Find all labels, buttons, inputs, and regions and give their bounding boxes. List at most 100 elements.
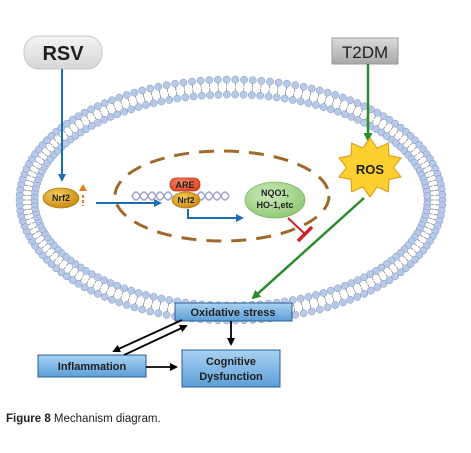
ros-to-oxidative-stress-arrow [251,197,365,300]
lipid-head [299,309,308,318]
lipid-head [205,76,214,84]
lipid-head [333,284,342,293]
ros-starburst-icon [338,137,402,198]
nqo1-label-line2: HO-1,etc [256,200,293,210]
lipid-head [239,90,248,99]
lipid-head [401,264,410,273]
lipid-head [331,301,340,309]
lipid-head [385,116,394,124]
t2dm-node: T2DM [331,37,399,65]
lipid-head [353,99,362,107]
lipid-head [319,103,328,111]
lipid-head [165,96,174,104]
lipid-head [379,112,388,121]
lipid-head [353,293,362,301]
t2dm-label: T2DM [342,43,388,62]
lipid-head [406,260,415,268]
lipid-head [304,293,313,301]
lipid-head [188,77,196,86]
lipid-head [62,272,71,281]
cell-membrane [15,75,447,325]
lipid-head [142,101,150,109]
lipid-head [338,93,347,102]
lipid-head [323,88,332,97]
lipid-head [162,311,171,319]
lipid-head [326,105,335,114]
lipid-head [130,88,139,97]
lipid-head [396,268,405,277]
lipid-head [280,94,289,103]
inflammation-label: Inflammation [58,361,127,373]
lipid-head [367,286,375,295]
phosphorylation-triangle-icon [79,184,87,191]
lipid-head [93,102,102,110]
lipid-head [154,82,163,91]
figure-caption: Figure 8 Mechanism diagram. [6,413,161,425]
lipid-head [323,303,332,312]
are-nrf2-complex: ARE Nrf2 [169,177,201,209]
lipid-head [106,113,115,121]
lipid-head [146,84,155,93]
lipid-head [312,291,320,299]
lipid-head [157,97,166,106]
lipid-head [315,305,324,314]
lipid-head [113,110,122,119]
lipid-head [149,99,158,107]
lipid-head [157,294,166,303]
lipid-head [106,279,115,287]
lipid-head [340,281,349,290]
lipid-head [307,84,316,93]
lipid-head [68,116,77,124]
lipid-head [173,94,182,103]
nuclear-membrane [113,149,331,243]
lipid-head [240,75,248,84]
lipid-head [171,79,179,88]
lipid-head [122,91,131,99]
lipid-head [248,76,257,84]
lipid-head [47,132,56,140]
lipid-head [62,119,71,128]
oxidative-stress-node: Oxidative stress [174,302,293,322]
lipid-head [154,309,163,318]
lipid-head [379,279,388,288]
cognitive-label-line1: Cognitive [206,356,256,368]
lipid-head [360,102,369,110]
lipid-head [127,286,136,295]
lipid-head [52,264,61,273]
lipid-head [391,119,400,128]
lipid-head [134,103,143,111]
lipid-head [396,123,405,132]
lipid-head [82,267,90,275]
lipid-head [354,276,362,285]
lipid-head [142,291,150,299]
are-to-nqo1-arrow [187,209,244,222]
lipid-head [100,99,109,107]
lipid-head [74,112,83,121]
lipid-head [222,90,231,99]
lipid-head [391,272,400,281]
ros-label: ROS [356,162,385,177]
caption-text: Mechanism diagram. [50,413,161,425]
lipid-head [87,105,95,114]
lipid-head [214,75,222,84]
inflammation-to-oxidative-arrow [123,324,188,356]
lipid-head [257,76,266,85]
oxidative-stress-label: Oxidative stress [191,307,276,319]
lipid-head [366,270,375,278]
lipid-head [206,91,214,99]
cognitive-dysfunction-node: Cognitive Dysfunction [181,349,281,388]
are-label: ARE [175,180,194,190]
lipid-head [377,263,386,272]
nqo1-label-line1: NQO1, [261,188,289,198]
lipid-head [283,79,291,88]
rsv-label: RSV [42,43,84,65]
lipid-head [360,290,369,298]
lipid-head [347,279,356,287]
lipid-head [346,295,354,304]
inhibition-symbol [287,217,314,243]
lipid-head [76,128,85,137]
caption-label: Figure 8 [6,413,51,425]
lipid-head [100,293,109,301]
lipid-head [272,93,281,102]
